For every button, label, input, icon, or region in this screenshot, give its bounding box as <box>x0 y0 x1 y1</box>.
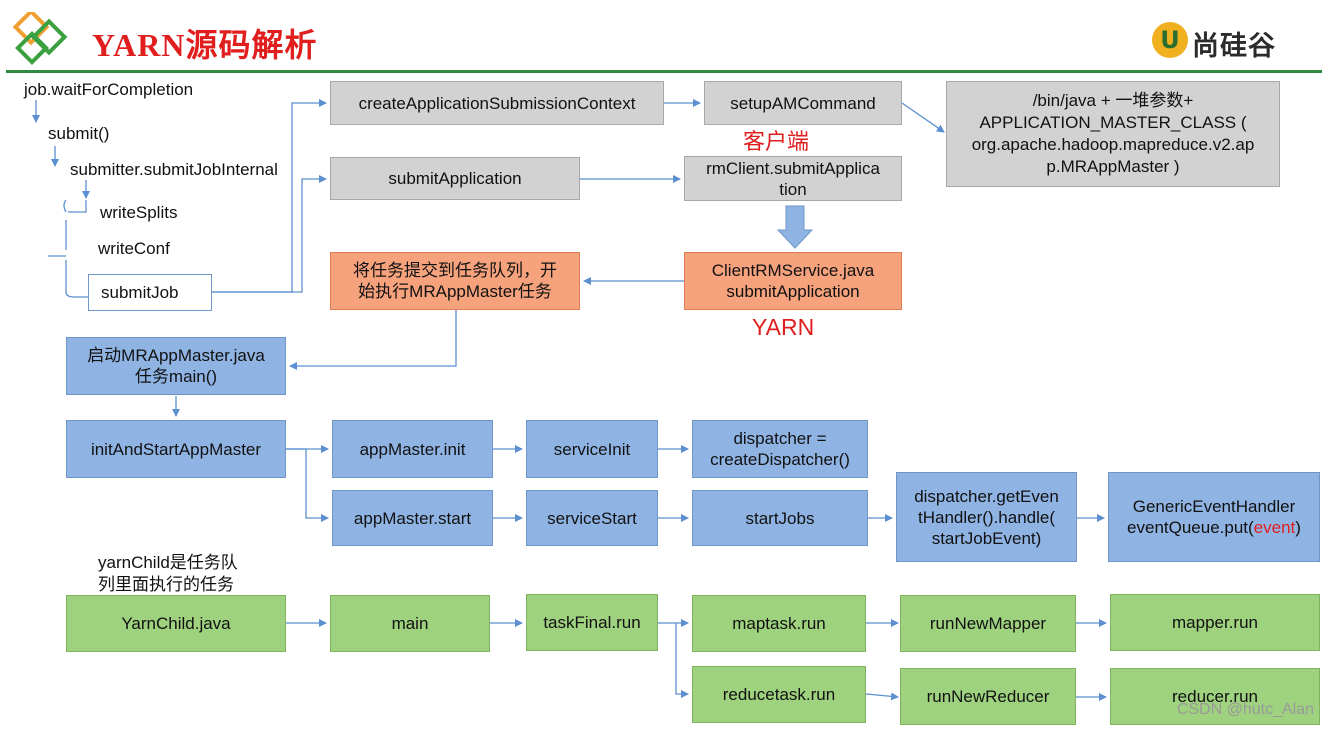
brand-logo-text: 尚硅谷 <box>1192 31 1276 62</box>
mapper-run-box: mapper.run <box>1110 594 1320 651</box>
client-rm-service-line-1: ClientRMService.java <box>711 261 875 280</box>
appmaster-start-box: appMaster.start <box>332 490 493 546</box>
create-dispatcher-line-1: dispatcher = <box>733 429 827 448</box>
queue-task-line-1: 将任务提交到任务队列，开 <box>353 261 557 280</box>
start-jobs-box: startJobs <box>692 490 868 546</box>
write-splits-text: writeSplits <box>100 203 178 222</box>
init-and-start-label: initAndStartAppMaster <box>90 439 262 459</box>
yarnchild-note-line-2: 列里面执行的任务 <box>98 575 234 594</box>
submit-job-internal-text: submitter.submitJobInternal <box>70 160 278 179</box>
submit-job-label: submitJob <box>101 283 179 302</box>
close-paren: ) <box>1295 518 1301 537</box>
generic-event-handler-line-1: GenericEventHandler <box>1132 497 1296 516</box>
appmaster-init-box: appMaster.init <box>332 420 493 478</box>
get-event-handler-line-1: dispatcher.getEven <box>914 486 1059 506</box>
submit-job-box: submitJob <box>88 274 212 311</box>
java-command-line-3: org.apache.hadoop.mapreduce.v2.ap <box>971 135 1255 154</box>
reducer-run-label: reducer.run <box>1172 687 1258 706</box>
yarnchild-java-box: YarnChild.java <box>66 595 286 652</box>
submit-text: submit() <box>48 124 110 143</box>
service-init-box: serviceInit <box>526 420 658 478</box>
java-command-box: /bin/java + 一堆参数+ APPLICATION_MASTER_CLA… <box>946 81 1280 187</box>
job-wait-text: job.waitForCompletion <box>24 80 194 99</box>
start-mrappmaster-box: 启动MRAppMaster.java 任务main() <box>66 337 286 395</box>
task-final-run-label: taskFinal.run <box>543 613 641 632</box>
reducer-run-box: reducer.run <box>1110 668 1320 725</box>
csdn-watermark: CSDN @hutc_Alan <box>1176 701 1314 718</box>
header-divider <box>6 70 1322 73</box>
yarnchild-note-line-1: yarnChild是任务队 <box>98 553 238 572</box>
yarnchild-note: yarnChild是任务队 列里面执行的任务 <box>98 552 238 596</box>
setup-am-command-box: setupAMCommand <box>704 81 902 125</box>
mapper-run-label: mapper.run <box>1172 613 1258 632</box>
task-final-run-box: taskFinal.run <box>526 594 658 651</box>
reducetask-run-label: reducetask.run <box>722 685 836 704</box>
start-mrappmaster-line-1: 启动MRAppMaster.java <box>87 346 265 365</box>
queue-task-line-2: 始执行MRAppMaster任务 <box>358 282 552 301</box>
event-queue-put-text: eventQueue.put( <box>1127 518 1254 537</box>
appmaster-init-label: appMaster.init <box>359 439 466 459</box>
generic-event-handler-box: GenericEventHandler eventQueue.put(event… <box>1108 472 1320 562</box>
service-init-label: serviceInit <box>553 439 631 459</box>
rm-client-submit-line-2: tion <box>779 179 807 199</box>
service-start-box: serviceStart <box>526 490 658 546</box>
java-command-line-4: p.MRAppMaster ) <box>1046 157 1180 176</box>
reducetask-run-box: reducetask.run <box>692 666 866 723</box>
start-mrappmaster-line-2: 任务main() <box>134 367 218 386</box>
create-dispatcher-line-2: createDispatcher() <box>710 450 850 469</box>
maptask-run-box: maptask.run <box>692 595 866 652</box>
create-app-context-label: createApplicationSubmissionContext <box>358 93 636 113</box>
submit-application-label: submitApplication <box>388 169 522 188</box>
page-title: YARN源码解析 <box>92 27 318 63</box>
init-and-start-box: initAndStartAppMaster <box>66 420 286 478</box>
client-rm-service-box: ClientRMService.java submitApplication <box>684 252 902 310</box>
maptask-run-label: maptask.run <box>732 614 826 633</box>
run-new-mapper-box: runNewMapper <box>900 595 1076 652</box>
run-new-mapper-label: runNewMapper <box>929 614 1047 633</box>
queue-task-box: 将任务提交到任务队列，开 始执行MRAppMaster任务 <box>330 252 580 310</box>
java-command-line-1: /bin/java + 一堆参数+ <box>1032 91 1194 110</box>
logo-diamond-icon <box>12 12 68 65</box>
run-new-reducer-box: runNewReducer <box>900 668 1076 725</box>
service-start-label: serviceStart <box>547 508 637 528</box>
client-rm-service-line-2: submitApplication <box>726 282 860 301</box>
appmaster-start-label: appMaster.start <box>353 508 472 528</box>
create-dispatcher-box: dispatcher = createDispatcher() <box>692 420 868 478</box>
submit-application-box: submitApplication <box>330 157 580 200</box>
brand-logo-icon: U <box>1152 22 1188 58</box>
get-event-handler-box: dispatcher.getEven tHandler().handle( st… <box>896 472 1077 562</box>
start-jobs-label: startJobs <box>745 508 815 528</box>
client-section-label: 客户端 <box>743 129 810 154</box>
generic-event-handler-line-2: eventQueue.put(event) <box>1127 517 1301 538</box>
yarn-section-label: YARN <box>752 314 815 340</box>
yarnchild-main-label: main <box>391 614 429 633</box>
get-event-handler-line-3: startJobEvent) <box>931 528 1042 548</box>
rm-client-submit-line-1: rmClient.submitApplica <box>706 158 880 178</box>
write-conf-text: writeConf <box>98 239 170 258</box>
java-command-line-2: APPLICATION_MASTER_CLASS ( <box>979 113 1247 132</box>
rm-client-submit-box: rmClient.submitApplica tion <box>684 156 902 201</box>
get-event-handler-line-2: tHandler().handle( <box>917 507 1055 527</box>
yarnchild-java-label: YarnChild.java <box>121 614 231 633</box>
setup-am-command-label: setupAMCommand <box>730 93 876 113</box>
run-new-reducer-label: runNewReducer <box>926 687 1050 706</box>
event-keyword: event <box>1253 518 1296 537</box>
brand-logo-mark: U <box>1160 26 1180 54</box>
create-app-context-box: createApplicationSubmissionContext <box>330 81 664 125</box>
yarnchild-main-box: main <box>330 595 490 652</box>
